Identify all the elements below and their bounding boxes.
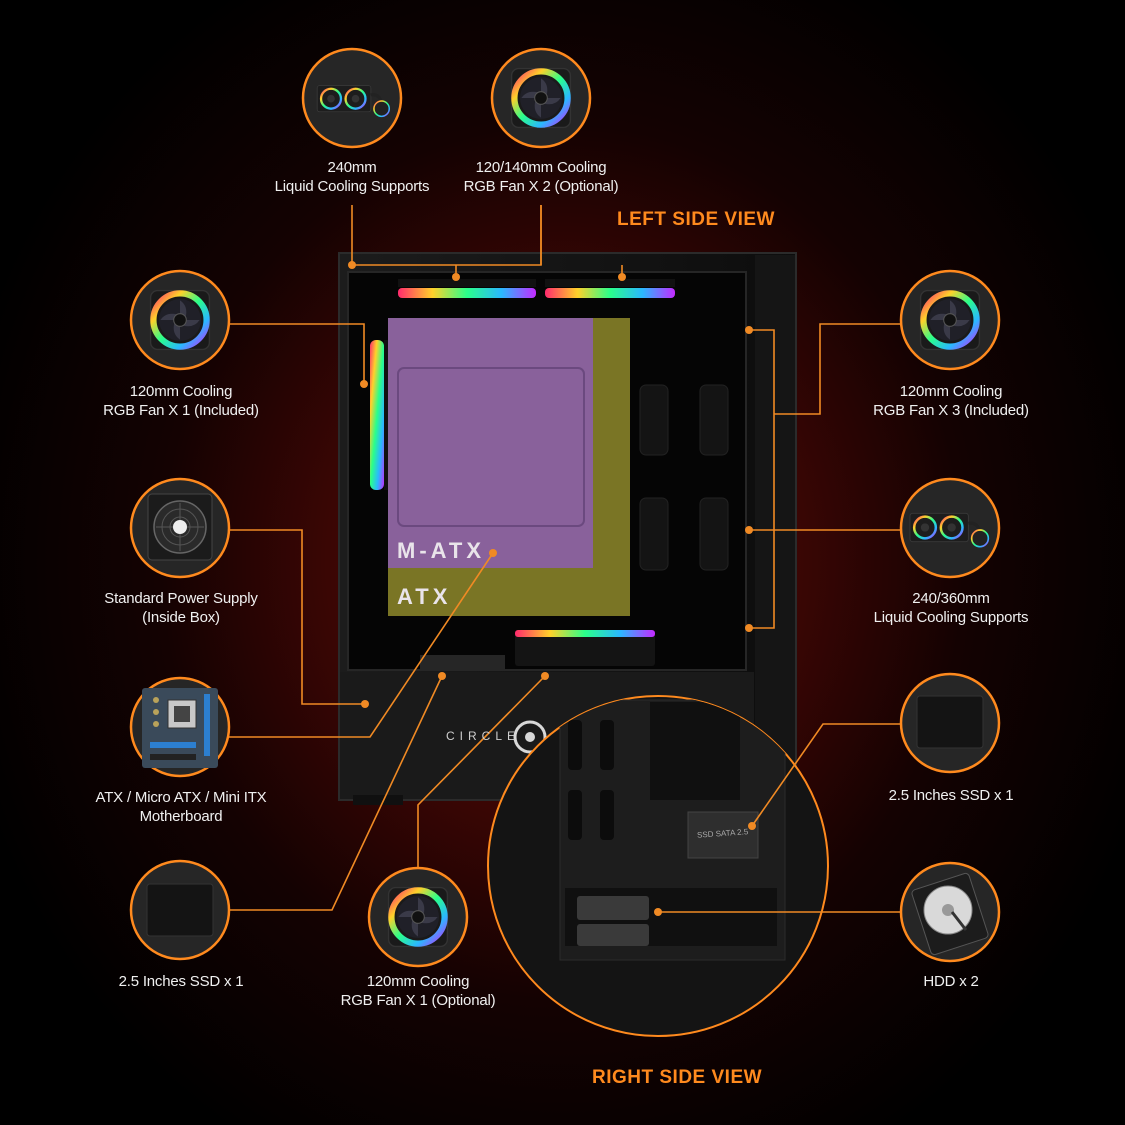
label-line2: Motherboard bbox=[139, 808, 223, 825]
rear-fan-rgb bbox=[370, 340, 390, 490]
label-line1: 120mm Cooling bbox=[129, 383, 233, 400]
label-line1: 240/360mm bbox=[912, 590, 990, 607]
icon-hdd bbox=[899, 861, 1001, 963]
label-hdd: HDD x 2 bbox=[831, 972, 1071, 991]
motherboard-icon bbox=[142, 688, 218, 768]
label-line2: RGB Fan X 1 (Optional) bbox=[340, 992, 496, 1009]
label-line1: Standard Power Supply bbox=[104, 590, 258, 607]
label-top-fans: 120/140mm Cooling RGB Fan X 2 (Optional) bbox=[421, 158, 661, 196]
right-side-view-inset bbox=[487, 695, 829, 1037]
icon-ssd-right bbox=[899, 672, 1001, 774]
label-line2: RGB Fan X 2 (Optional) bbox=[463, 178, 619, 195]
label-motherboard: ATX / Micro ATX / Mini ITX Motherboard bbox=[61, 788, 301, 826]
label-ssd-left: 2.5 Inches SSD x 1 bbox=[61, 972, 301, 991]
label-front-liquid: 240/360mm Liquid Cooling Supports bbox=[831, 589, 1071, 627]
label-line2: RGB Fan X 1 (Included) bbox=[103, 402, 259, 419]
leader-lines bbox=[228, 205, 902, 913]
label-rear-fan: 120mm Cooling RGB Fan X 1 (Included) bbox=[61, 382, 301, 420]
top-fans-rgb bbox=[398, 279, 675, 298]
circle-logo-icon bbox=[513, 720, 547, 754]
label-ssd-right: 2.5 Inches SSD x 1 bbox=[831, 786, 1071, 805]
icon-rear-fan bbox=[129, 269, 231, 371]
label-line2: Liquid Cooling Supports bbox=[873, 609, 1029, 626]
matx-board-area bbox=[388, 318, 593, 568]
right-side-view-heading: RIGHT SIDE VIEW bbox=[592, 1067, 763, 1088]
psu-shroud-cutout bbox=[420, 655, 505, 671]
label-line2: RGB Fan X 3 (Included) bbox=[873, 402, 1029, 419]
label-line1: 2.5 Inches SSD x 1 bbox=[888, 787, 1014, 804]
left-side-view-heading: LEFT SIDE VIEW bbox=[617, 209, 775, 230]
icon-motherboard bbox=[129, 676, 231, 778]
bottom-fan-rgb bbox=[515, 630, 655, 666]
hdd-slot-1 bbox=[577, 896, 649, 920]
rgb-fan-icon bbox=[512, 69, 571, 128]
icon-top-fans bbox=[490, 47, 592, 149]
hdd-icon bbox=[911, 872, 989, 956]
label-line1: 120mm Cooling bbox=[899, 383, 1003, 400]
icon-bottom-fan bbox=[367, 866, 469, 968]
leader-dots bbox=[348, 261, 756, 916]
label-line1: ATX / Micro ATX / Mini ITX bbox=[95, 789, 267, 806]
label-line1: HDD x 2 bbox=[923, 973, 979, 990]
icon-top-liquid bbox=[301, 47, 403, 149]
label-line1: 120/140mm Cooling bbox=[475, 159, 607, 176]
hdd-slot-2 bbox=[577, 924, 649, 946]
label-line2: (Inside Box) bbox=[142, 609, 220, 626]
rgb-fan-icon bbox=[921, 291, 980, 350]
label-line1: 2.5 Inches SSD x 1 bbox=[118, 973, 244, 990]
label-psu: Standard Power Supply (Inside Box) bbox=[61, 589, 301, 627]
label-front-fans: 120mm Cooling RGB Fan X 3 (Included) bbox=[831, 382, 1071, 420]
icon-front-liquid bbox=[899, 477, 1001, 579]
icon-front-fans bbox=[899, 269, 1001, 371]
label-line1: 120mm Cooling bbox=[366, 973, 470, 990]
brand-wordmark: CIRCLE bbox=[446, 729, 521, 743]
label-bottom-fan: 120mm Cooling RGB Fan X 1 (Optional) bbox=[298, 972, 538, 1010]
icon-ssd-left bbox=[129, 859, 231, 961]
ssd-icon bbox=[146, 883, 214, 937]
ssd-bracket bbox=[687, 811, 759, 859]
ssd-icon bbox=[916, 695, 984, 749]
label-line1: 240mm bbox=[327, 159, 377, 176]
rgb-fan-icon bbox=[151, 291, 210, 350]
label-line2: Liquid Cooling Supports bbox=[274, 178, 430, 195]
power-supply-icon bbox=[147, 493, 213, 561]
icon-psu bbox=[129, 477, 231, 579]
rgb-fan-icon bbox=[389, 888, 448, 947]
label-top-liquid: 240mm Liquid Cooling Supports bbox=[232, 158, 472, 196]
matx-label: M-ATX bbox=[397, 538, 486, 563]
atx-label: ATX bbox=[397, 584, 452, 609]
